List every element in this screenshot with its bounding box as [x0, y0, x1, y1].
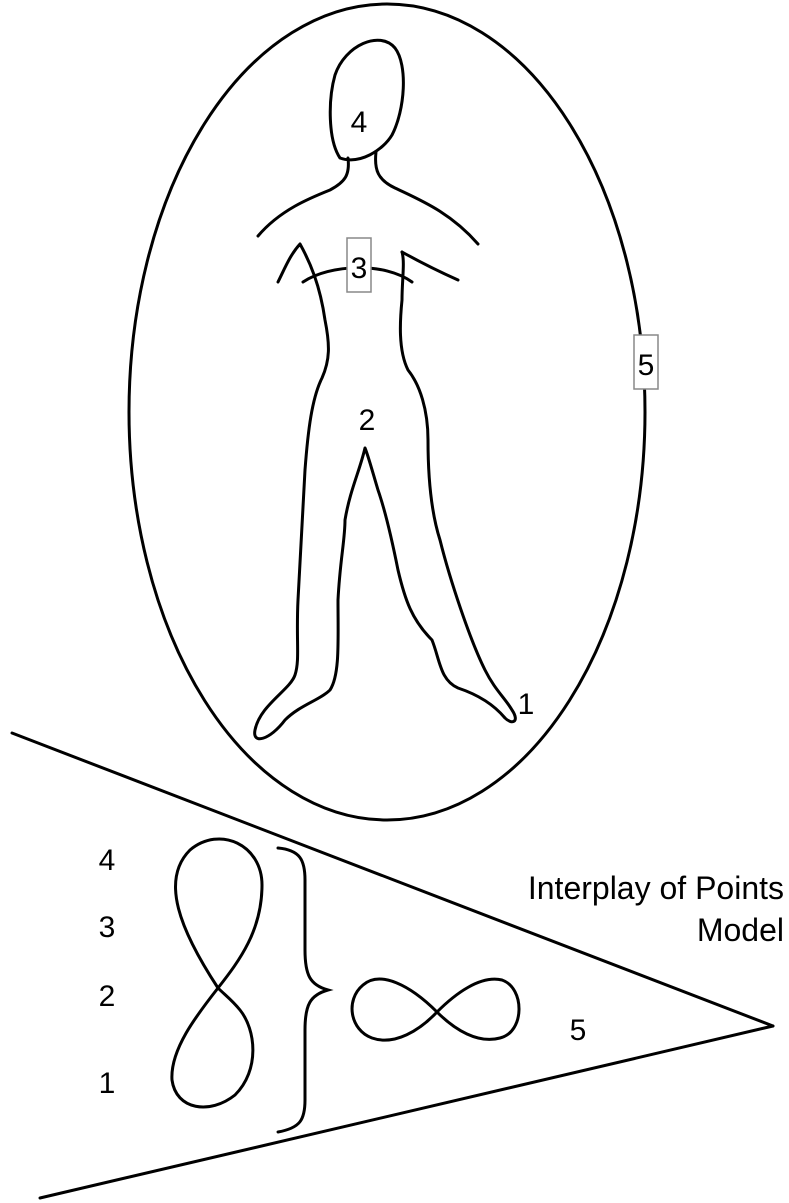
belly-label: 2 [359, 404, 376, 437]
aura-ellipse [129, 4, 645, 820]
vertical-figure-eight [172, 839, 262, 1107]
head-outline [330, 40, 403, 160]
model-label-title-line2: Model [697, 912, 784, 948]
feet-label: 1 [518, 688, 535, 721]
level-5-label: 5 [570, 1014, 587, 1047]
level-2-label: 2 [99, 980, 116, 1013]
right-arm-stub [402, 252, 458, 280]
curly-brace [278, 848, 328, 1132]
wedge-bottom-edge [40, 1026, 773, 1198]
horizontal-infinity [352, 979, 519, 1040]
wedge-shape [12, 733, 773, 1198]
human-figure [255, 40, 516, 738]
left-body-outline [255, 244, 516, 739]
chest-label: 3 [351, 252, 368, 285]
right-shoulder-line [376, 152, 478, 244]
level-3-label: 3 [99, 911, 116, 944]
level-4-label: 4 [99, 844, 116, 877]
left-shoulder-line [258, 158, 348, 236]
aura-label: 5 [638, 349, 655, 382]
head-label: 4 [351, 106, 368, 139]
level-1-label: 1 [99, 1067, 116, 1100]
model-label-title-line1: Interplay of Points [528, 870, 784, 906]
